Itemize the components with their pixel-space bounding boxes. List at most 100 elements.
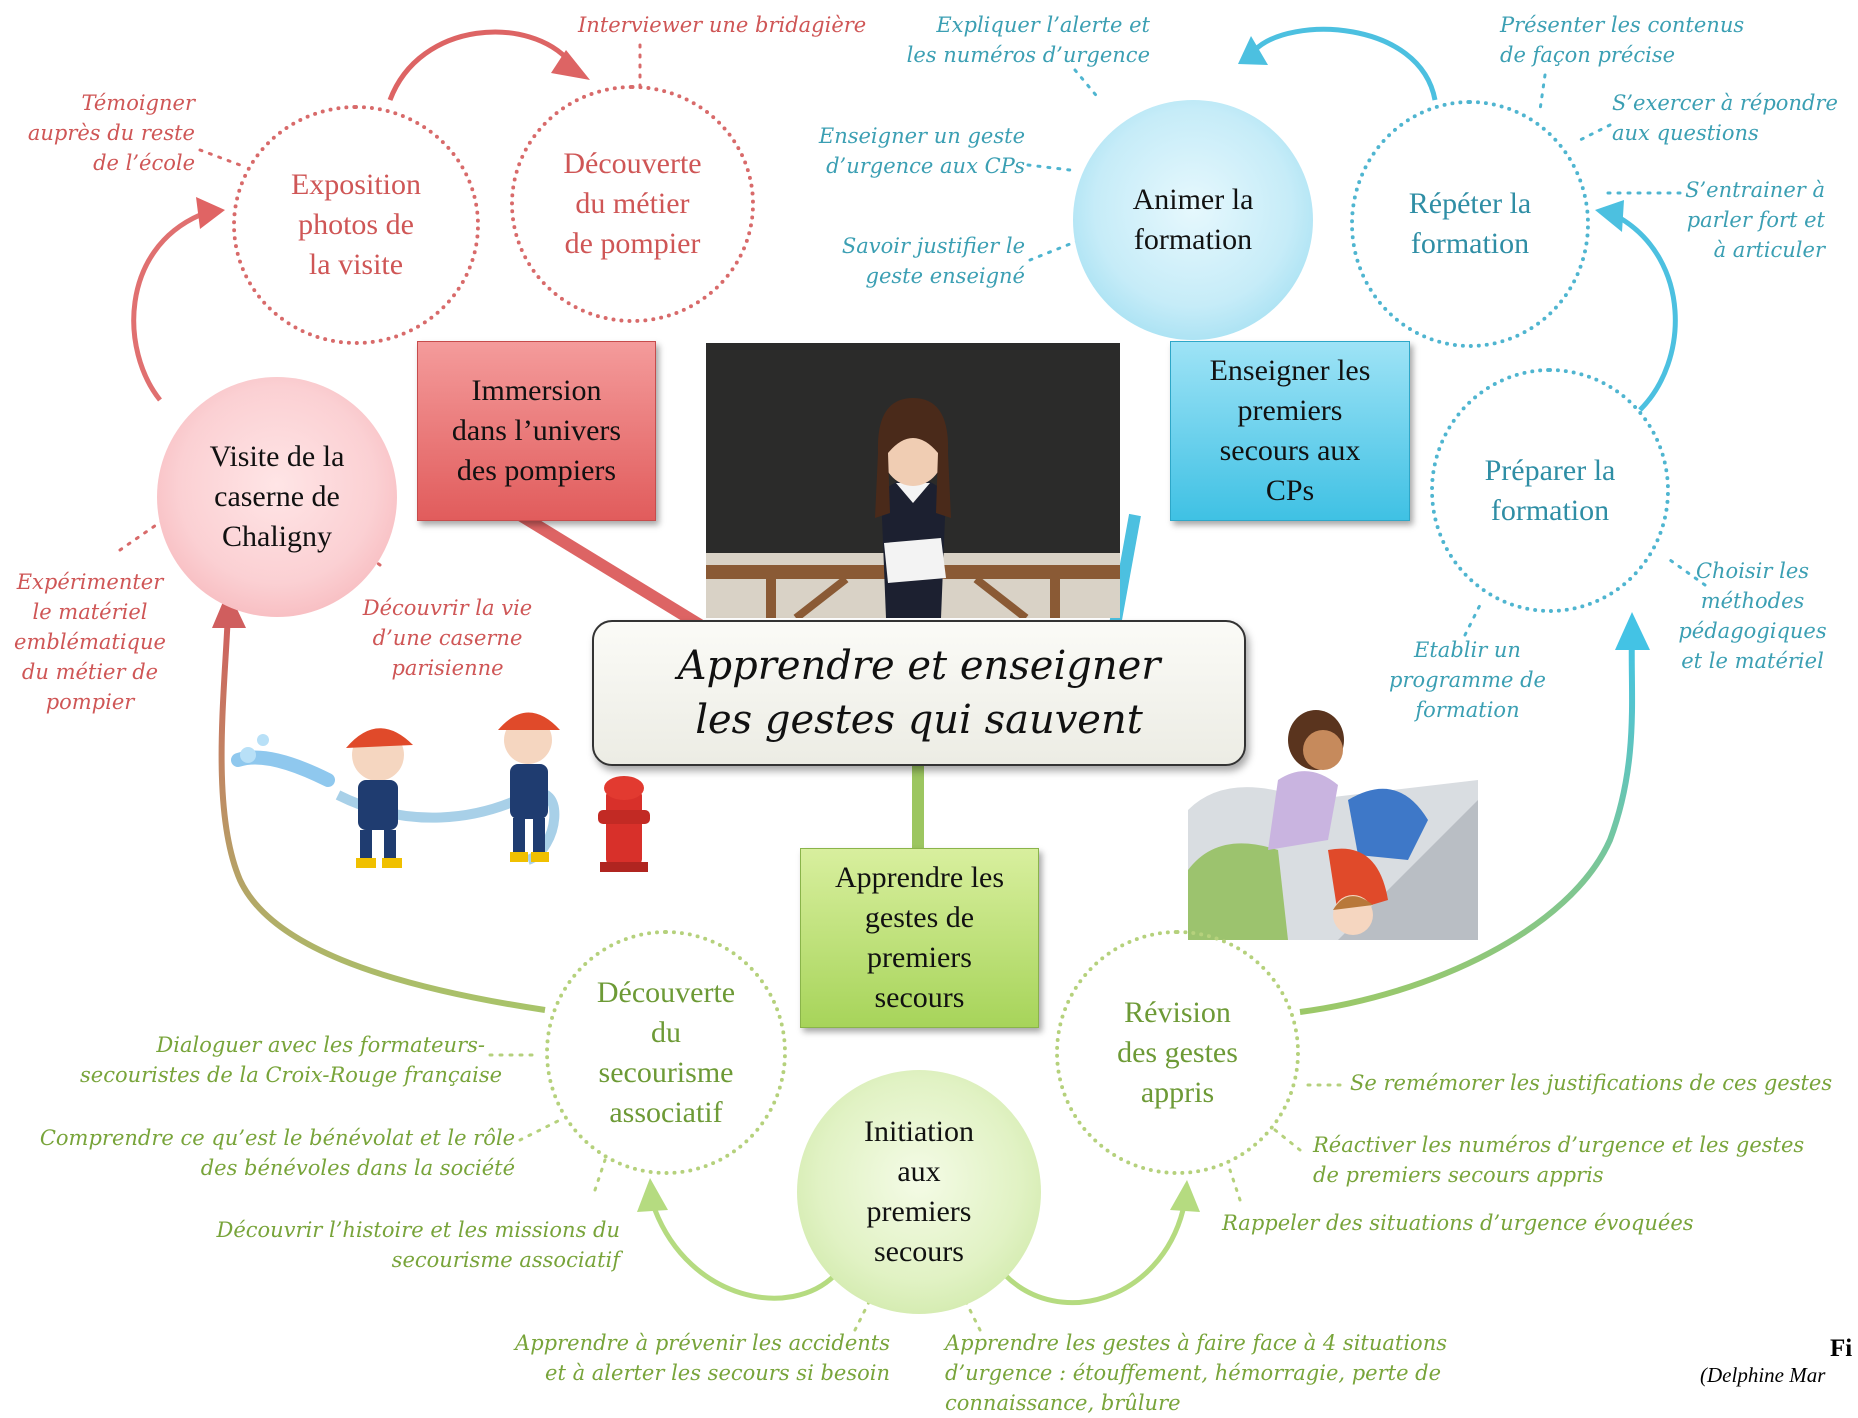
note-line: de façon précise <box>1500 43 1676 67</box>
note-line: Savoir justifier le <box>841 234 1025 258</box>
branch-apprendre-line: Apprendre les <box>834 861 1005 894</box>
note-dialoguer: Dialoguer avec les formateurs- secourist… <box>80 1030 502 1090</box>
note-line: geste enseigné <box>865 264 1025 288</box>
node-secourisme-line: associatif <box>609 1095 723 1129</box>
node-revision-line: appris <box>1140 1075 1215 1109</box>
firefighters-drawing <box>231 712 650 872</box>
leader-temoigner <box>198 148 242 167</box>
note-line: d’urgence : étouffement, hémorragie, per… <box>945 1361 1442 1385</box>
note-line: Interviewer une bridagière <box>578 13 867 37</box>
node-visite-line: Visite de la <box>209 440 345 473</box>
first-aid-children-illustration <box>1188 690 1478 940</box>
note-line: de l’école <box>93 151 195 175</box>
branch-enseigner-line: CPs <box>1265 474 1315 507</box>
arrowhead-left <box>212 590 246 628</box>
figure-caption-label: Fi <box>1830 1335 1853 1362</box>
leader-etablir <box>1463 603 1482 637</box>
node-revision: Révision des gestes appris <box>1055 930 1300 1175</box>
node-visite-line: Chaligny <box>222 520 332 553</box>
note-line: S’entrainer à <box>1685 178 1825 202</box>
note-line: Réactiver les numéros d’urgence et les g… <box>1313 1133 1805 1157</box>
note-line: le matériel <box>32 600 148 624</box>
branch-enseigner-line: Enseigner les <box>1209 354 1371 387</box>
branch-immersion-line: des pompiers <box>456 454 617 487</box>
note-comprendre: Comprendre ce qu’est le bénévolat et le … <box>10 1123 515 1183</box>
arrowhead-repeter <box>1595 200 1624 232</box>
note-entrainer: S’entrainer à parler fort et à articuler <box>1655 175 1825 265</box>
leader-expliquer <box>1073 68 1102 102</box>
arrowhead-animer <box>1238 36 1268 65</box>
photo-girl-blackboard <box>706 343 1120 618</box>
note-presenter: Présenter les contenus de façon précise <box>1500 10 1744 70</box>
note-etablir: Etablir un programme de formation <box>1370 635 1565 725</box>
leader-exercer <box>1578 123 1612 142</box>
note-line: Témoigner <box>81 91 195 115</box>
figure-caption: Fi (Delphine Mar <box>1700 1335 1858 1388</box>
note-line: programme de <box>1389 668 1546 692</box>
branch-apprendre-line: secours <box>874 981 965 1014</box>
note-line: secourisme associatif <box>391 1248 620 1272</box>
note-line: de premiers secours appris <box>1313 1163 1604 1187</box>
leader-enseigner <box>1026 163 1072 172</box>
node-revision-line: Révision <box>1124 995 1231 1029</box>
firefighters-illustration <box>228 700 658 880</box>
note-exercer: S’exercer à répondre aux questions <box>1612 88 1838 148</box>
note-line: à articuler <box>1713 238 1825 262</box>
arrowhead-expo <box>196 197 225 229</box>
node-repeter-line: formation <box>1410 227 1530 260</box>
note-prevenir: Apprendre à prévenir les accidents et à … <box>480 1328 890 1388</box>
note-line: Expliquer l’alerte et <box>936 13 1150 37</box>
node-animer-line: formation <box>1133 223 1253 256</box>
note-line: formation <box>1415 698 1520 722</box>
branch-apprendre: Apprendre les gestes de premiers secours <box>800 848 1039 1028</box>
connector-red <box>516 509 704 631</box>
note-line: Etablir un <box>1414 638 1521 662</box>
arrowhead-decouverte <box>637 1178 668 1212</box>
node-initiation-line: aux <box>897 1155 941 1188</box>
note-line: des bénévoles dans la société <box>200 1156 515 1180</box>
leader-rappeler <box>1228 1168 1242 1202</box>
node-secourisme-line: secourisme <box>598 1055 734 1089</box>
node-decouverte-metier: Découverte du métier de pompier <box>510 85 755 323</box>
arc-left <box>218 611 546 1013</box>
note-line: d’une caserne <box>372 626 523 650</box>
arrowhead-revision <box>1170 1180 1200 1212</box>
note-line: les numéros d’urgence <box>906 43 1150 67</box>
note-line: parler fort et <box>1686 208 1825 232</box>
branch-immersion: Immersion dans l’univers des pompiers <box>417 341 656 521</box>
leader-prevenir <box>853 1298 872 1332</box>
node-metier-line: du métier <box>575 187 690 220</box>
node-metier-line: de pompier <box>564 227 701 260</box>
leader-histoire <box>593 1158 607 1192</box>
note-line: connaissance, brûlure <box>945 1391 1181 1415</box>
node-repeter-line: Répéter la <box>1408 187 1532 220</box>
node-preparer-line: formation <box>1490 493 1610 527</box>
note-line: du métier de <box>21 660 159 684</box>
note-temoigner: Témoigner auprès du reste de l’école <box>10 88 195 178</box>
central-title-line2: les gestes qui sauvent <box>695 697 1143 743</box>
branch-apprendre-line: premiers <box>867 941 972 974</box>
note-line: S’exercer à répondre <box>1612 91 1838 115</box>
note-interviewer: Interviewer une bridagière <box>578 10 866 40</box>
branch-immersion-line: dans l’univers <box>451 414 622 447</box>
note-line: Enseigner un geste <box>818 124 1025 148</box>
node-animer-line: Animer la <box>1132 183 1254 216</box>
first-aid-drawing <box>1188 710 1478 940</box>
node-initiation: Initiation aux premiers secours <box>797 1070 1041 1314</box>
figure-caption-credit: (Delphine Mar <box>1700 1363 1826 1387</box>
node-initiation-line: secours <box>874 1235 964 1268</box>
central-title-line1: Apprendre et enseigner <box>677 643 1161 689</box>
note-line: Rappeler des situations d’urgence évoqué… <box>1222 1211 1694 1235</box>
arc-visite-expo <box>131 212 202 402</box>
branch-enseigner-line: secours aux <box>1219 434 1361 467</box>
node-exposition-line: photos de <box>298 208 414 241</box>
arc-right <box>1299 633 1636 1015</box>
node-initiation-line: premiers <box>866 1195 972 1228</box>
note-line: Apprendre les gestes à faire face à 4 si… <box>945 1331 1448 1355</box>
leader-presenter <box>1538 73 1547 112</box>
arc-initiation-revision <box>1003 1209 1186 1306</box>
branch-apprendre-line: gestes de <box>864 901 975 934</box>
note-line: Dialoguer avec les formateurs- <box>156 1033 485 1057</box>
note-line: pompier <box>45 690 135 714</box>
